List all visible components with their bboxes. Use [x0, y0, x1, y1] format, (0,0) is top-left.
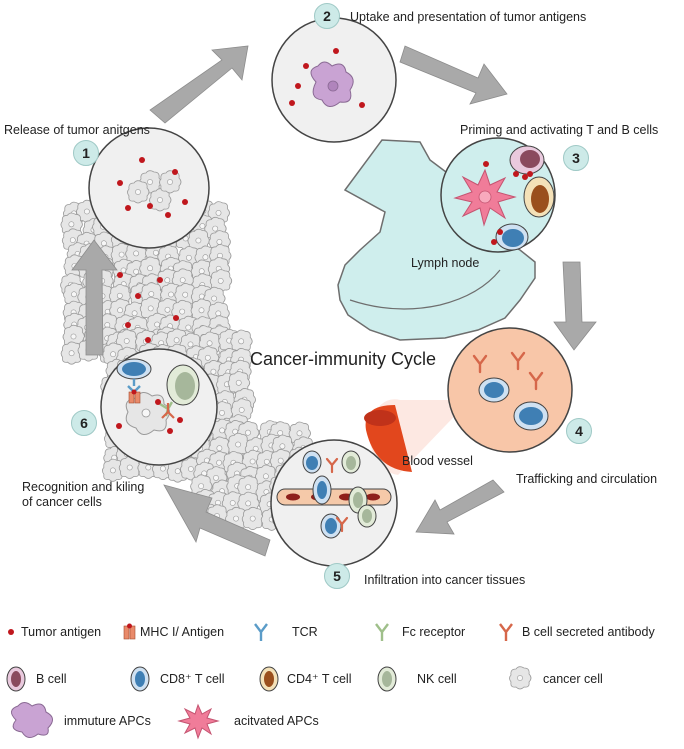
antibody-icon	[499, 623, 513, 641]
lymph-node-label: Lymph node	[411, 256, 480, 270]
legend-label-mhc-antigen: MHC I/ Antigen	[140, 625, 225, 639]
cancer-cell-icon	[509, 666, 532, 690]
step3-circle	[440, 137, 556, 253]
mhc-antigen-icon	[123, 623, 136, 640]
step2-number-badge: 2	[314, 3, 340, 29]
step5-label: Infiltration into cancer tissues	[364, 573, 526, 587]
legend-label-cd4-t-cell: CD4⁺ T cell	[287, 672, 352, 686]
legend-label-tcr: TCR	[292, 625, 318, 639]
step1-circle	[88, 127, 210, 249]
cd8-t-cell-icon	[130, 666, 150, 692]
arrow-1-to-2	[149, 45, 249, 124]
blood-vessel-label: Blood vessel	[402, 454, 473, 468]
legend-label-tumor-antigen: Tumor antigen	[21, 625, 102, 639]
tissue-tumor-antigen-dot	[117, 272, 123, 278]
step5-number-badge: 5	[324, 563, 350, 589]
step1-number-badge: 1	[73, 140, 99, 166]
tissue-tumor-antigen-dot	[145, 337, 151, 343]
step2-circle	[271, 17, 397, 143]
step6-number-badge: 6	[71, 410, 97, 436]
arrow-4-to-5	[415, 479, 505, 535]
lymph-node-inner-line	[349, 269, 501, 310]
step6-circle	[100, 348, 218, 466]
blood-vessel	[364, 399, 470, 475]
b-cell-icon	[6, 666, 26, 692]
legend-label-b-cell: B cell	[36, 672, 67, 686]
step3-number-badge: 3	[563, 145, 589, 171]
arrow-2-to-3	[399, 45, 508, 105]
cancer-tissue	[60, 198, 315, 531]
legend-label-activated-apc: acitvated APCs	[234, 714, 319, 728]
cycle-arrows	[71, 45, 597, 557]
step4-circle	[447, 327, 573, 453]
step1-label: Release of tumor anitgens	[4, 123, 150, 137]
tumor-antigen-dot-icon	[8, 629, 14, 635]
tissue-tumor-antigen-dot	[157, 277, 163, 283]
step2-label: Uptake and presentation of tumor antigen…	[350, 10, 587, 24]
tissue-tumor-antigen-dot	[173, 315, 179, 321]
fc-receptor-icon	[375, 623, 389, 641]
tissue-tumor-antigen-dot	[135, 293, 141, 299]
legend-label-immature-apc: immuture APCs	[64, 714, 151, 728]
tissue-tumor-antigen-dot	[125, 322, 131, 328]
legend-label-antibody: B cell secreted antibody	[522, 625, 655, 639]
step6-label-line1: Recognition and kiling	[22, 480, 145, 494]
step4-label: Trafficking and circulation	[516, 472, 658, 486]
arrow-6-to-1	[71, 239, 118, 356]
immature-apc-icon	[11, 702, 53, 738]
step6-label-line2: of cancer cells	[22, 495, 102, 509]
activated-apc-icon	[177, 703, 220, 740]
nk-cell-icon	[377, 666, 397, 692]
step4-number-badge: 4	[566, 418, 592, 444]
cd4-t-cell-icon	[259, 666, 279, 692]
step5-circle	[270, 439, 398, 567]
arrow-5-to-6	[163, 484, 271, 557]
legend-label-nk-cell: NK cell	[417, 672, 457, 686]
legend-label-cancer-cell: cancer cell	[543, 672, 603, 686]
diagram-title: Cancer-immunity Cycle	[250, 349, 437, 369]
legend-icons	[6, 623, 532, 740]
tissue-cancer-cell	[241, 506, 265, 530]
arrow-3-to-4	[553, 261, 597, 351]
legend-label-fc-receptor: Fc receptor	[402, 625, 466, 639]
legend-label-cd8-t-cell: CD8⁺ T cell	[160, 672, 225, 686]
step3-label: Priming and activating T and B cells	[460, 123, 659, 137]
tcr-icon	[254, 623, 268, 641]
